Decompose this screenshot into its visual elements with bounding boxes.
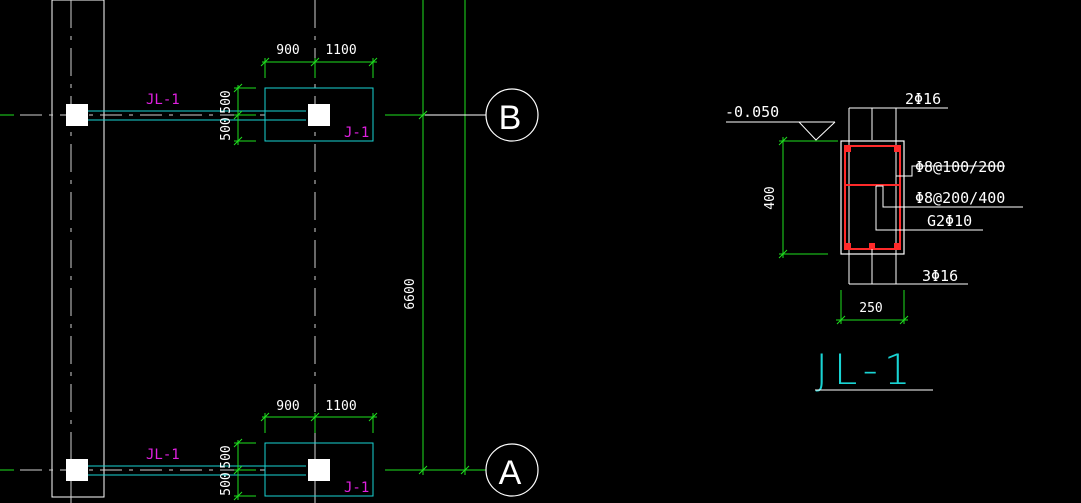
beam-label-lower: JL-1: [146, 447, 180, 463]
column-lower-mid: [308, 459, 330, 481]
footing-label-lower: J-1: [344, 480, 369, 496]
column-strip: [51, 0, 105, 498]
dim-lower-v-top: 500: [219, 445, 234, 468]
dim-upper-right: 1100: [325, 43, 356, 58]
dim-upper-left: 900: [276, 43, 299, 58]
dimension-upper-vertical: [233, 83, 256, 146]
section-leaders: [871, 107, 1023, 285]
dimension-lower-vertical: [233, 438, 256, 501]
span-dimension-label: 6600: [403, 278, 418, 309]
dimension-upper-horizontal: [260, 57, 378, 78]
beam-section-detail: -0.050 2Φ16 Φ8@100/200: [725, 90, 1023, 394]
section-title: JL-1: [816, 345, 917, 394]
dim-upper-v-top: 500: [219, 90, 234, 113]
side-bars-label: G2Φ10: [927, 212, 972, 230]
section-outline: [840, 140, 905, 255]
footing-label-upper: J-1: [344, 125, 369, 141]
dim-lower-left: 900: [276, 399, 299, 414]
column-upper-mid: [308, 104, 330, 126]
section-height-label: 400: [763, 186, 778, 209]
stirrup-2-label: Φ8@200/400: [915, 189, 1005, 207]
axis-label-b: B: [499, 99, 522, 137]
elevation-triangle: [798, 121, 836, 141]
axis-bubble-a: [485, 443, 539, 497]
dim-lower-right: 1100: [325, 399, 356, 414]
column-lower-left: [66, 459, 88, 481]
bottom-bars-label: 3Φ16: [922, 267, 958, 285]
section-width-label: 250: [859, 301, 882, 316]
stirrup-outer: [844, 145, 901, 250]
dim-upper-v-bottom: 500: [219, 117, 234, 140]
axis-label-a: A: [499, 454, 522, 492]
span-dimension: [418, 110, 470, 475]
elevation-label: -0.050: [725, 103, 779, 121]
rebar-dots: [845, 146, 900, 249]
foundation-plan-view: 900 1100 500 500 JL-1 J-1 900 1100: [0, 0, 539, 503]
section-width-dimension: [836, 290, 909, 325]
axis-bubble-b: [485, 88, 539, 142]
section-height-dimension: [778, 136, 838, 259]
beam-label-upper: JL-1: [146, 92, 180, 108]
footing-upper: [264, 87, 374, 142]
stirrup-1-label: Φ8@100/200: [915, 158, 1005, 176]
footing-lower: [264, 442, 374, 497]
dim-lower-v-bottom: 500: [219, 472, 234, 495]
dimension-lower-horizontal: [260, 412, 378, 433]
column-upper-left: [66, 104, 88, 126]
top-bars-label: 2Φ16: [905, 90, 941, 108]
